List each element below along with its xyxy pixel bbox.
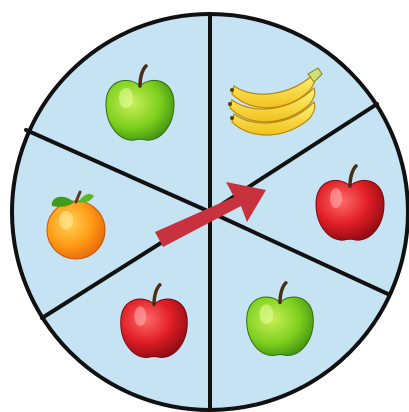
- spinner-stage: [0, 0, 409, 412]
